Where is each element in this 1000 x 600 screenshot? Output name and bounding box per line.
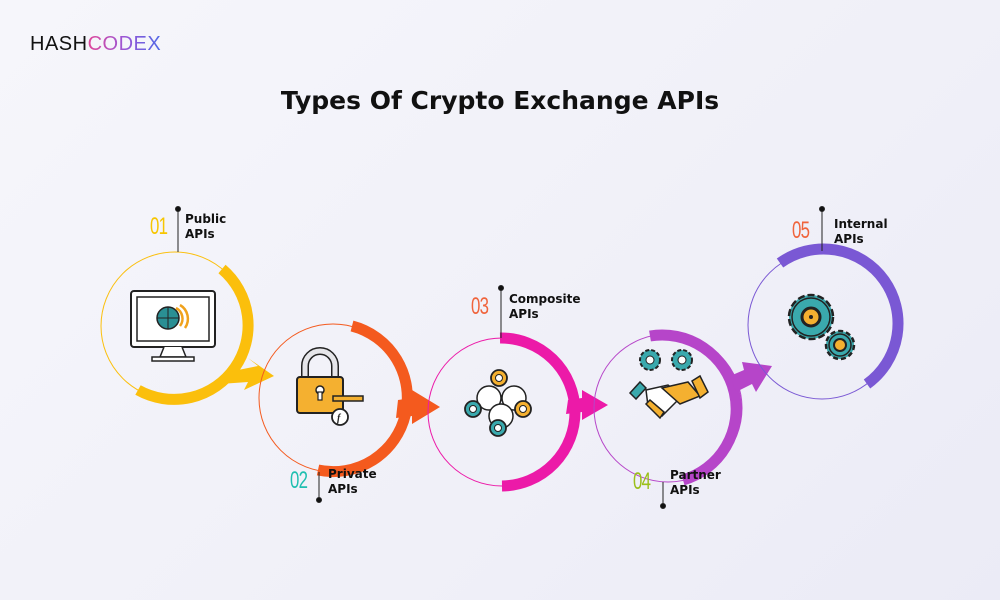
step-4-number: 04 — [633, 468, 651, 495]
step-3-number: 03 — [471, 293, 489, 320]
svg-text:f: f — [337, 413, 342, 424]
page-title: Types Of Crypto Exchange APIs — [280, 86, 720, 115]
arrow-3-icon — [566, 390, 608, 420]
step-2-number: 02 — [290, 467, 308, 494]
brand-logo-hash: HASH — [30, 33, 88, 55]
step-3-ring — [427, 332, 608, 492]
arrow-4-icon — [730, 362, 772, 392]
network-nodes-icon — [464, 369, 532, 437]
arrow-2-icon — [396, 390, 440, 424]
padlock-key-icon: f — [296, 347, 364, 426]
connectors — [175, 206, 825, 509]
step-1-number: 01 — [150, 213, 168, 240]
monitor-globe-icon — [130, 290, 216, 362]
arrow-1-icon — [220, 358, 274, 390]
step-2-ring — [258, 320, 440, 478]
step-4-ring — [593, 329, 772, 486]
brand-logo-codex: CODEX — [87, 33, 162, 55]
step-5-number: 05 — [792, 217, 810, 244]
gears-icon — [787, 293, 856, 361]
brand-logo: HASHCODEX — [30, 33, 161, 56]
handshake-gears-icon — [628, 349, 709, 420]
